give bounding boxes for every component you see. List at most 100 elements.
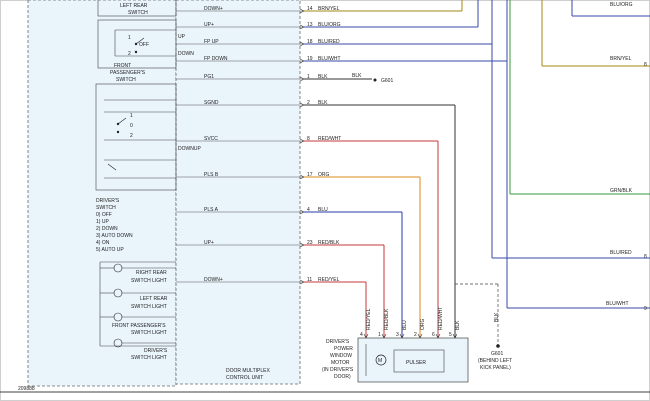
ground-wire-label: BLK [352, 73, 362, 79]
signal-wire-color: RED/BLK [318, 240, 340, 246]
connector-icon [417, 333, 423, 339]
signal-row: DOWN+ 11 RED/YEL [176, 277, 367, 338]
ground2-label: G601 [491, 351, 503, 357]
left-rear-switch-label-2: SWITCH [128, 10, 148, 16]
drivers-switch-box [95, 83, 177, 191]
motor-pin-number: 4 [360, 332, 363, 338]
signal-pin: 4 [307, 207, 310, 213]
ground-label: G601 [381, 78, 393, 84]
left-rear-switch-label-1: LEFT REAR [120, 3, 148, 9]
signal-wire-color: BLK [318, 74, 328, 80]
signal-wire-color: RED/YEL [318, 277, 340, 283]
light-left-rear-label-2: SWITCH LIGHT [131, 304, 167, 310]
right-label-blu-org: BLU/ORG [610, 2, 633, 8]
ground-g601-bottom: BLK G601 (BEHIND LEFT KICK PANEL) [455, 283, 512, 371]
switch-lights: RIGHT REAR SWITCH LIGHT LEFT REAR SWITCH… [99, 261, 176, 361]
drivers-switch-pos-autoup: 5) AUTO UP [96, 247, 124, 253]
drivers-switch-title-1: DRIVER'S [96, 198, 120, 204]
connector-icon [399, 333, 405, 339]
motor-pin-wire: BLU [402, 320, 408, 330]
light-right-rear-label-1: RIGHT REAR [136, 270, 167, 276]
motor-title-6: DOOR) [334, 374, 351, 380]
signal-pin: 13 [307, 22, 313, 28]
signal-wire-color: RED/WHT [318, 136, 341, 142]
switch-assembly-box [27, 0, 177, 387]
motor-pin-number: 3 [396, 332, 399, 338]
ground2-wire-label: BLK [494, 312, 500, 322]
signal-name: DOWN+ [204, 277, 223, 283]
signal-pin: 1 [307, 74, 310, 80]
signal-name: SGND [204, 100, 219, 106]
light-front-passenger-label-1: FRONT PASSENGER'S [112, 323, 166, 329]
motor-title-1: DRIVER'S [326, 339, 350, 345]
signal-pin: 8 [307, 136, 310, 142]
signal-pin: 17 [307, 172, 313, 178]
control-unit-label-line1: DOOR MULTIPLEX [226, 368, 270, 374]
signal-row: SVCC 8 RED/WHT [176, 136, 439, 338]
drivers-switch: 1 0 2 DOWNUP DRIVER'S SWITCH 0) OFF 1) U… [95, 83, 201, 253]
left-rear-switch: LEFT REAR SWITCH [97, 0, 177, 17]
light-drivers-label-2: SWITCH LIGHT [131, 355, 167, 361]
fp-pos-1: 1 [128, 35, 131, 41]
signal-name: PG1 [204, 74, 214, 80]
light-left-rear: LEFT REAR SWITCH LIGHT [100, 288, 176, 310]
signal-wire-color: BLU/RED [318, 39, 340, 45]
control-unit-label: DOOR MULTIPLEX CONTROL UNIT [226, 368, 270, 381]
drv-downup-label: DOWNUP [178, 146, 201, 152]
signal-pin: 19 [307, 56, 313, 62]
motor-pin-number: 6 [432, 332, 435, 338]
signal-pin: 23 [307, 240, 313, 246]
fp-pos-2: 2 [128, 51, 131, 57]
left-rear-switch-box [97, 0, 177, 17]
drivers-switch-pos-off: 0) OFF [96, 212, 112, 218]
ground-g601-top: BLK G601 [352, 73, 393, 84]
motor-pin-wire: RED/YEL [366, 308, 372, 330]
signal-name: SVCC [204, 136, 218, 142]
motor-m-label: M [378, 358, 382, 364]
connector-icon [381, 333, 387, 339]
light-front-passenger-label-2: SWITCH LIGHT [131, 330, 167, 336]
light-left-rear-label-1: LEFT REAR [140, 296, 168, 302]
drv-pos-2: 2 [130, 133, 133, 139]
motor-icon [375, 354, 387, 366]
motor-title-4: MOTOR [331, 360, 350, 366]
signal-name: UP+ [204, 240, 214, 246]
right-label-grn-blk: GRN/BLK [610, 188, 633, 194]
signal-wire-color: BRN/YEL [318, 6, 340, 12]
ground2-note-1: (BEHIND LEFT [478, 358, 512, 364]
drv-pos-0: 0 [130, 123, 133, 129]
signal-wire-color: BLU [318, 207, 328, 213]
signal-name: PLS B [204, 172, 219, 178]
motor-pin-wire: RED/WHT [438, 307, 444, 330]
signal-name: UP+ [204, 22, 214, 28]
right-label-blu-wht: BLU/WHT [606, 301, 629, 307]
connector-icon [452, 333, 458, 339]
fp-down-label: DOWN [178, 51, 194, 57]
motor-title: DRIVER'S POWER WINDOW MOTOR (IN DRIVER'S… [322, 339, 354, 380]
right-label-blu-red: BLU/RED [610, 250, 632, 256]
control-unit-box [175, 0, 301, 385]
signal-pin: 11 [307, 277, 312, 283]
signal-pin: 18 [307, 39, 313, 45]
drivers-switch-pos-up: 1) UP [96, 219, 109, 225]
signal-row: PG1 1 BLK [176, 74, 372, 82]
signal-wire-color: ORG [318, 172, 330, 178]
signal-name: PLS A [204, 207, 219, 213]
drivers-switch-pos-down: 2) DOWN [96, 226, 118, 232]
light-right-rear: RIGHT REAR SWITCH LIGHT [100, 263, 176, 284]
signal-name: FP DOWN [204, 56, 228, 62]
right-pin-blu-red: 8 [644, 254, 647, 260]
fp-pos-off: OFF [139, 42, 149, 48]
pulser-box [393, 349, 445, 373]
light-drivers-label-1: DRIVER'S [144, 348, 168, 354]
